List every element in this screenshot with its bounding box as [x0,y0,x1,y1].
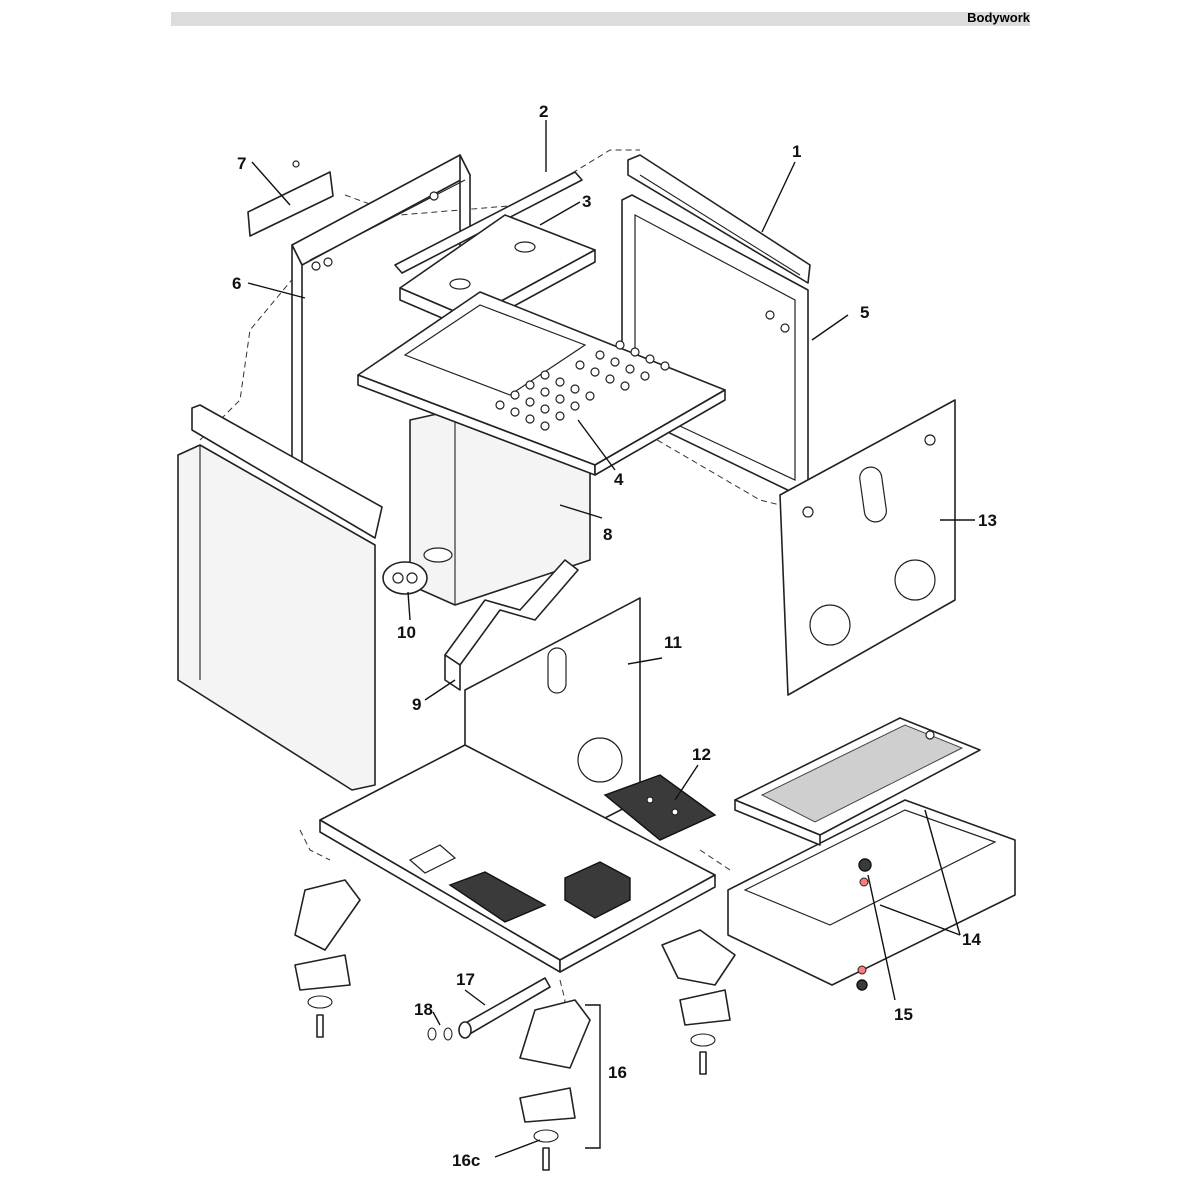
part-15-drain [856,858,872,991]
callout-4: 4 [614,470,624,489]
section-title: Bodywork [967,10,1030,25]
perforation-grid [495,340,670,431]
callout-3: 3 [582,192,591,211]
part-16-front-foot [519,999,601,1171]
part-1-right-top-frame [627,154,811,284]
callout-2: 2 [539,102,548,121]
part-17-pin [458,977,551,1039]
part-9-bracket [444,559,579,691]
part-12-dark-bracket [603,774,717,841]
callout-11: 11 [664,633,682,652]
callout-1: 1 [792,142,801,161]
part-2-rod [394,171,583,274]
callout-12: 12 [692,745,711,764]
base-components [448,861,631,923]
callout-15: 15 [894,1005,913,1024]
callout-17: 17 [456,970,475,989]
left-foot [294,879,361,1038]
part-4-top-plate [357,291,726,476]
part-5-right-frame [621,194,809,496]
callout-5: 5 [860,303,869,322]
part-13-right-panel [779,399,956,696]
callout-9: 9 [412,695,421,714]
callout-10: 10 [397,623,416,642]
left-side-panel [177,404,383,791]
callout-16: 16 [608,1063,627,1082]
right-foot [661,929,736,1075]
callout-7: 7 [237,154,246,173]
callout-6: 6 [232,274,241,293]
callout-14: 14 [962,930,981,949]
part-18-screw [427,1011,453,1041]
callout-labels: 1 2 3 4 5 6 7 8 9 10 11 12 13 14 15 16 1… [232,102,997,1170]
leader-lines [247,120,975,1158]
callout-13: 13 [978,511,997,530]
part-7-plate [247,160,334,237]
part-10-connector [382,561,428,595]
callout-16c: 16c [452,1151,480,1170]
callout-18: 18 [414,1000,433,1019]
part-14-grid-cover [734,717,981,846]
callout-8: 8 [603,525,612,544]
header-bar [171,12,1030,26]
